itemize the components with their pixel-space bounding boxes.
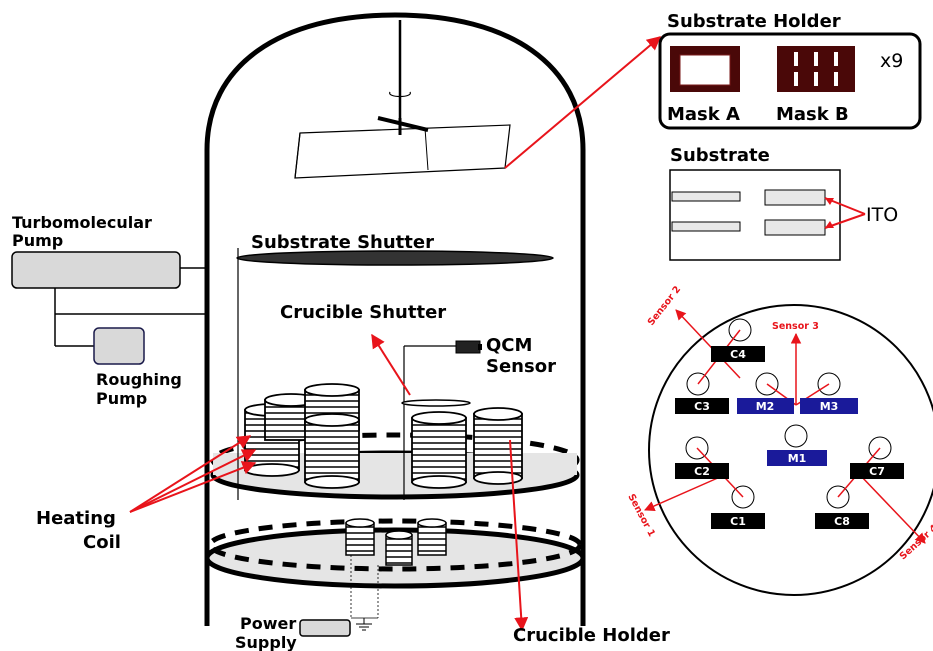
crucible-holder-label: Crucible Holder <box>513 625 670 646</box>
svg-text:C7: C7 <box>869 465 885 478</box>
heating-coil-label-line2: Coil <box>83 532 121 553</box>
substrate-holder-title: Substrate Holder <box>667 11 841 32</box>
crucible-5 <box>411 411 467 489</box>
svg-text:C2: C2 <box>694 465 710 478</box>
substrate-holder-frame <box>294 20 511 179</box>
power-supply-label-line1: Power <box>240 614 296 633</box>
crucible-6 <box>473 407 523 485</box>
svg-text:C3: C3 <box>694 400 710 413</box>
power-supply-label-line2: Supply <box>235 633 297 651</box>
chamber-outline <box>204 12 586 626</box>
substrate-holder-inset: Substrate Holder x9 Mask A Mask B <box>658 11 922 130</box>
heating-coil-label-line1: Heating <box>36 508 116 529</box>
roughing-pump-label-line2: Pump <box>96 389 147 408</box>
svg-text:C8: C8 <box>834 515 850 528</box>
chip-m2: M2 <box>737 398 794 414</box>
ito-label: ITO <box>866 204 898 226</box>
turbo-pump-label-line2: Pump <box>12 231 63 250</box>
chip-c2: C2 <box>675 463 729 479</box>
qcm-label-line1: QCM <box>486 335 532 356</box>
sensor-2-label: Sensor 2 <box>646 284 684 328</box>
qcm-label-line2: Sensor <box>486 356 556 377</box>
crucible-holder-callout: Crucible Holder <box>509 439 670 646</box>
svg-text:M1: M1 <box>788 452 807 465</box>
crucible-shutter: Crucible Shutter <box>280 302 471 500</box>
lower-heater-coils <box>345 518 447 631</box>
svg-text:M3: M3 <box>820 400 839 413</box>
crucible-shutter-label: Crucible Shutter <box>280 302 446 323</box>
mask-b <box>777 46 855 92</box>
roughing-pump-label-line1: Roughing <box>96 370 182 389</box>
chip-c1: C1 <box>711 513 765 529</box>
qcm-sensor: QCM Sensor <box>455 335 556 377</box>
sensor-layout: C4 C3 M2 M3 M1 C2 C7 C1 <box>625 284 933 596</box>
roughing-pump: Roughing Pump <box>93 327 182 408</box>
power-supply: Power Supply <box>235 614 351 651</box>
chamber-base-dashed <box>207 518 583 572</box>
svg-text:C4: C4 <box>730 348 746 361</box>
holder-callout-arrow <box>504 36 662 169</box>
sensor-3-label: Sensor 3 <box>772 321 819 332</box>
crucible-stacks <box>244 383 523 489</box>
mask-a <box>670 46 740 92</box>
crucible-4 <box>304 413 360 489</box>
substrate-shutter: Substrate Shutter <box>236 232 554 500</box>
rotation-arrow-icon <box>389 91 411 98</box>
chip-m3: M3 <box>800 398 858 414</box>
chip-c8: C8 <box>815 513 869 529</box>
chip-c4: C4 <box>711 346 765 362</box>
chip-c3: C3 <box>675 398 729 414</box>
substrate-title: Substrate <box>670 145 770 166</box>
substrate-shutter-label: Substrate Shutter <box>251 232 434 253</box>
mask-count: x9 <box>880 50 903 72</box>
ground-symbol-icon <box>356 618 372 631</box>
turbo-pump-label-line1: Turbomolecular <box>12 213 152 232</box>
substrate-inset: Substrate ITO <box>669 145 898 261</box>
mask-b-label: Mask B <box>776 104 849 125</box>
chip-m1: M1 <box>767 450 827 466</box>
turbomolecular-pump: Turbomolecular Pump <box>11 213 207 347</box>
mask-a-label: Mask A <box>667 104 740 125</box>
svg-text:C1: C1 <box>730 515 746 528</box>
heating-coil-callout: Heating Coil <box>36 435 257 553</box>
chip-c7: C7 <box>850 463 904 479</box>
svg-text:M2: M2 <box>756 400 775 413</box>
sensor-1-label: Sensor 1 <box>625 492 657 539</box>
